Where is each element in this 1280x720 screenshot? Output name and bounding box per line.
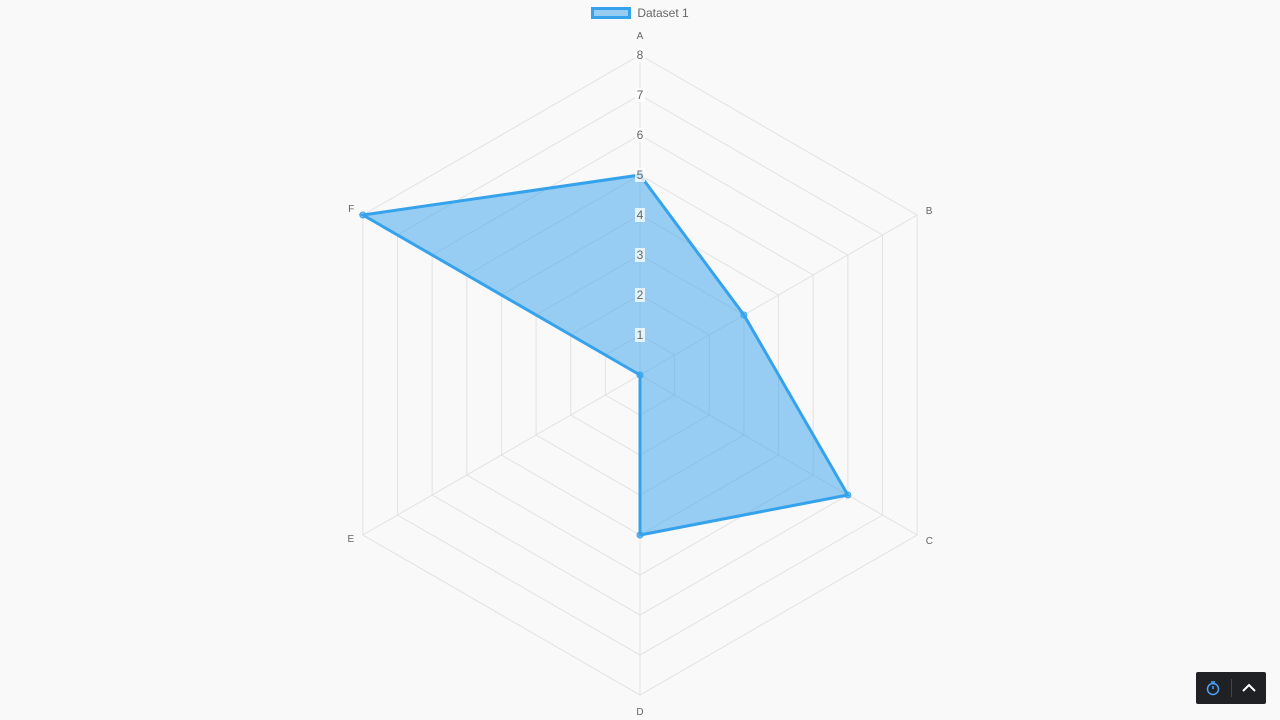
data-point[interactable] bbox=[636, 371, 644, 379]
tick-backdrop bbox=[635, 248, 645, 262]
grid-spoke bbox=[362, 374, 641, 536]
series-area bbox=[358, 173, 851, 537]
collapse-button[interactable] bbox=[1231, 672, 1266, 704]
floating-toolbar bbox=[1196, 672, 1266, 704]
tick-label: 4 bbox=[637, 208, 644, 222]
tick-label: 8 bbox=[637, 48, 644, 62]
tick-label: 7 bbox=[637, 88, 644, 102]
tick-backdrop bbox=[635, 208, 645, 222]
tick-label: 5 bbox=[637, 168, 644, 182]
axis-label: D bbox=[636, 707, 643, 718]
data-point[interactable] bbox=[740, 311, 748, 319]
tick-backdrop bbox=[635, 128, 645, 142]
tick-label: 2 bbox=[637, 288, 644, 302]
axis-label: B bbox=[926, 206, 933, 217]
tick-backdrop bbox=[635, 88, 645, 102]
axis-label: E bbox=[348, 534, 355, 545]
axis-label: A bbox=[637, 31, 644, 42]
tick-label: 3 bbox=[637, 248, 644, 262]
tick-label: 6 bbox=[637, 128, 644, 142]
legend[interactable]: Dataset 1 bbox=[0, 6, 1280, 20]
tick-label: 1 bbox=[637, 328, 644, 342]
legend-label: Dataset 1 bbox=[637, 6, 689, 20]
data-point[interactable] bbox=[359, 211, 367, 219]
tick-backdrop bbox=[635, 288, 645, 302]
data-point[interactable] bbox=[636, 531, 644, 539]
toolbar-divider bbox=[1230, 679, 1232, 697]
axis-label: C bbox=[926, 536, 933, 547]
timer-button[interactable] bbox=[1196, 672, 1231, 704]
tick-backdrop bbox=[635, 48, 645, 62]
stopwatch-icon bbox=[1207, 681, 1220, 696]
data-point[interactable] bbox=[844, 491, 852, 499]
legend-swatch bbox=[591, 7, 632, 19]
tick-backdrop bbox=[635, 328, 645, 342]
tick-backdrop bbox=[635, 168, 645, 182]
chevron-up-icon bbox=[1242, 683, 1256, 692]
axis-label: F bbox=[348, 204, 354, 215]
